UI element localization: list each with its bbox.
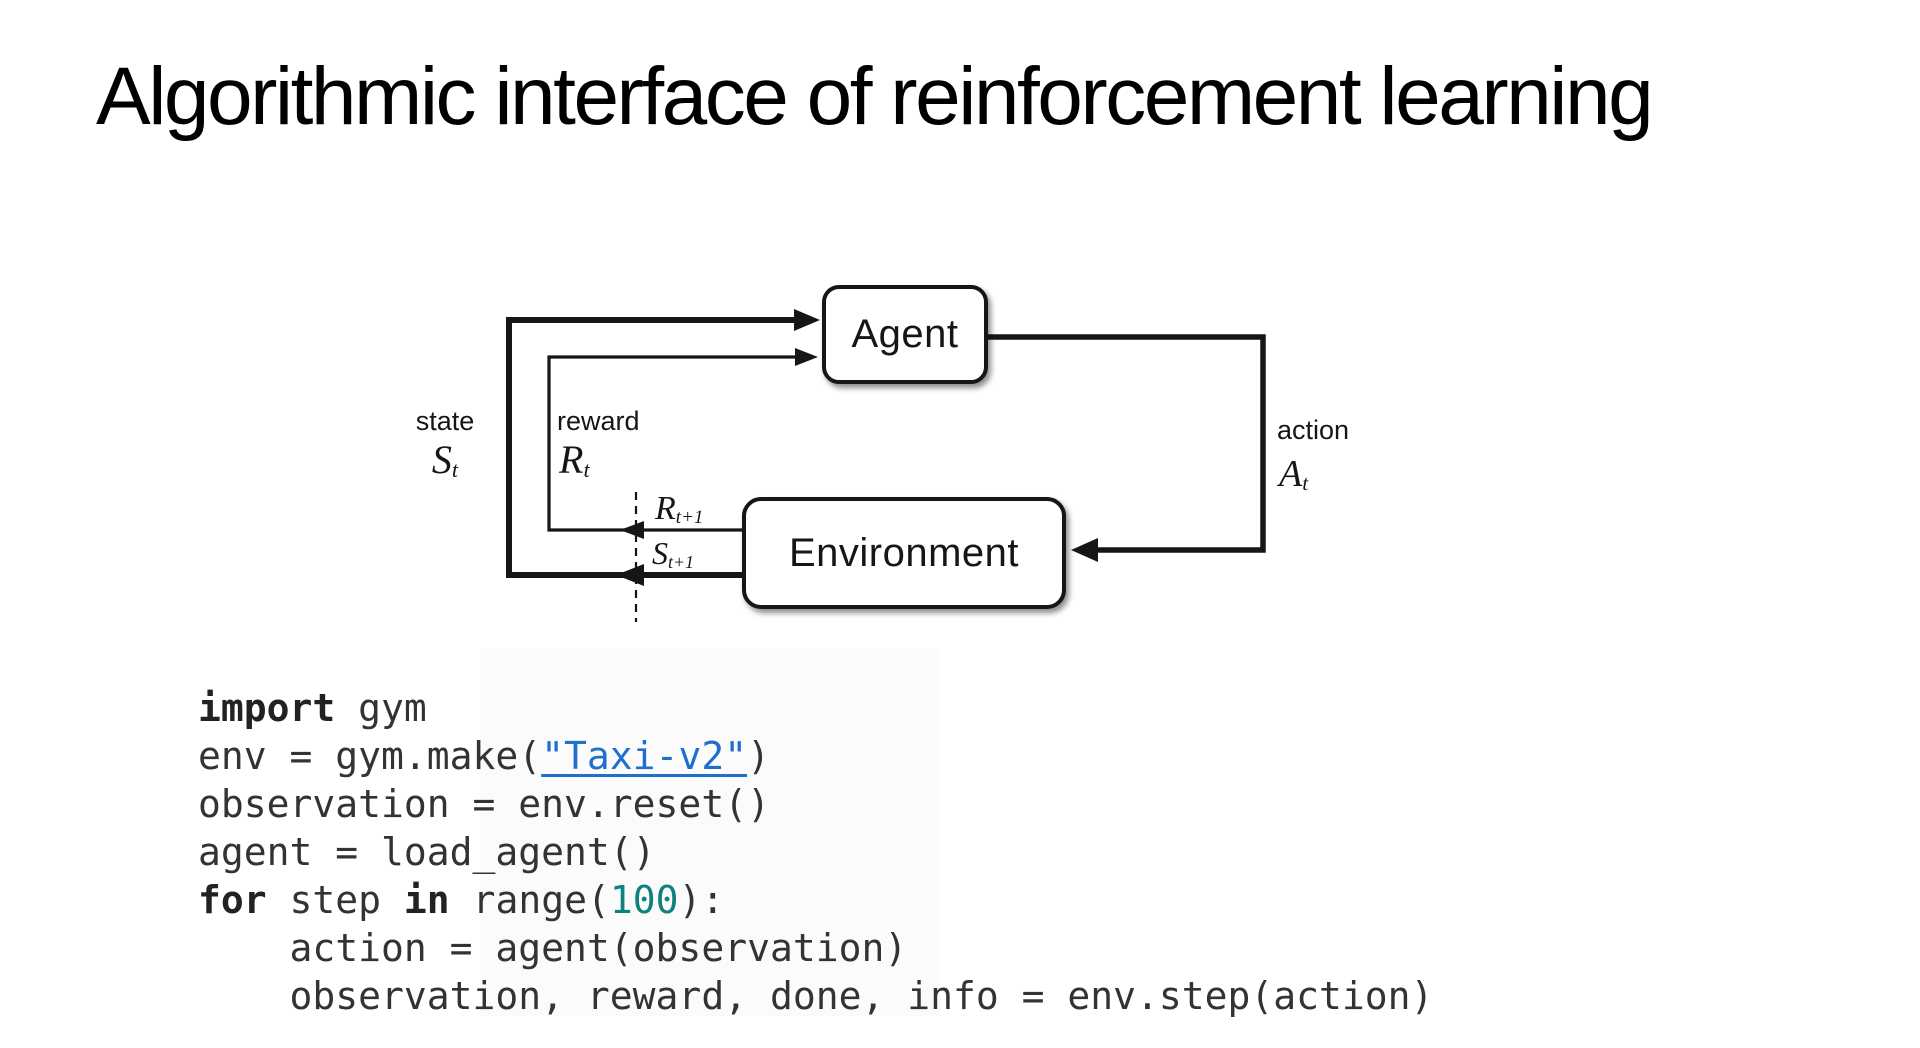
environment-node: Environment xyxy=(742,497,1066,609)
state-next-symbol-main: S xyxy=(652,535,668,571)
code-line: env = gym.make("Taxi-v2") xyxy=(198,732,1433,780)
code-keyword: for xyxy=(198,878,267,922)
reward-symbol-sub: t xyxy=(583,457,590,483)
reward-loop-line xyxy=(547,355,806,532)
code-text: action = agent(observation) xyxy=(198,926,908,970)
code-text: range( xyxy=(449,878,610,922)
reward-symbol-main: R xyxy=(559,437,584,482)
code-text: agent = load_agent() xyxy=(198,830,656,874)
code-keyword: import xyxy=(198,686,336,730)
code-line: agent = load_agent() xyxy=(198,828,1433,876)
code-line: observation = env.reset() xyxy=(198,780,1433,828)
action-arrowhead-into-environment xyxy=(1071,538,1098,562)
state-next-symbol-sub: t+1 xyxy=(668,551,695,572)
code-line: action = agent(observation) xyxy=(198,924,1433,972)
code-line: observation, reward, done, info = env.st… xyxy=(198,972,1434,1020)
code-number: 100 xyxy=(609,878,679,922)
action-word-label: action xyxy=(1277,415,1350,445)
reward-next-symbol-sub: t+1 xyxy=(675,506,704,528)
reward-next-symbol-main: R xyxy=(655,490,676,527)
state-symbol-main: S xyxy=(431,437,452,482)
state-symbol-sub: t xyxy=(451,457,459,483)
state-word-label: state xyxy=(415,406,475,436)
code-text: step xyxy=(266,878,404,922)
reward-symbol: Rt xyxy=(559,437,590,483)
code-text: env = gym.make( xyxy=(198,734,542,778)
code-text: observation, reward, done, info = env.st… xyxy=(198,974,1434,1018)
code-text: ): xyxy=(678,878,725,922)
reward-word-label: reward xyxy=(557,406,640,436)
state-next-arrowhead xyxy=(616,564,644,586)
action-symbol-sub: t xyxy=(1302,471,1309,496)
code-text: gym xyxy=(335,686,427,730)
code-line: for step in range(100): xyxy=(198,876,1433,924)
code-link-taxi-v2[interactable]: "Taxi-v2" xyxy=(541,734,748,778)
code-text: observation = env.reset() xyxy=(198,782,770,826)
agent-node: Agent xyxy=(822,285,988,384)
code-line: import gym xyxy=(198,684,1433,732)
reward-next-arrowhead xyxy=(620,521,644,539)
reward-arrowhead-into-agent xyxy=(795,348,818,366)
state-arrowhead-into-agent xyxy=(794,309,820,331)
reward-next-symbol: Rt+1 xyxy=(655,490,704,528)
slide-title: Algorithmic interface of reinforcement l… xyxy=(96,51,1654,142)
action-symbol: At xyxy=(1279,453,1309,496)
environment-node-label: Environment xyxy=(788,530,1020,575)
agent-node-label: Agent xyxy=(851,312,959,356)
action-symbol-main: A xyxy=(1279,453,1303,495)
code-keyword: in xyxy=(403,878,450,922)
action-loop-line xyxy=(987,334,1266,553)
state-symbol: St xyxy=(395,437,495,483)
code-text: ) xyxy=(747,734,770,778)
state-next-symbol: St+1 xyxy=(652,535,695,572)
